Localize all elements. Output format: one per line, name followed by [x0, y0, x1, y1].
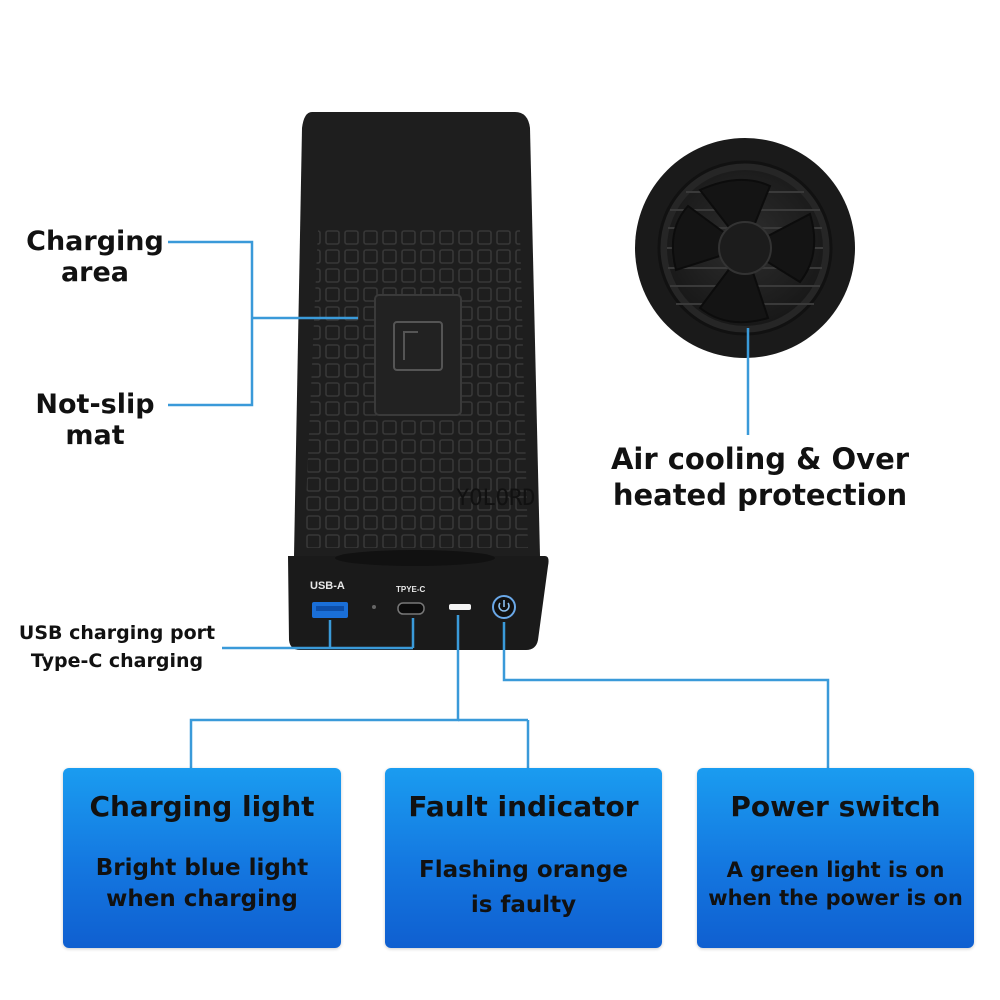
card-title: Power switch [730, 790, 941, 823]
charging-area [374, 294, 462, 416]
card-description: Flashing orange is faulty [418, 857, 628, 918]
cooling-fan [635, 138, 855, 358]
usb-port-label: USB charging port [18, 622, 216, 644]
leader-lines [168, 240, 830, 768]
pad-base [288, 550, 549, 650]
charging-area-label: Charging area [26, 226, 164, 289]
card-title: Fault indicator [408, 790, 639, 823]
air-cooling-label: Air cooling & Over heated protection [610, 442, 910, 513]
not-slip-mat-label: Not-slip mat [35, 389, 155, 452]
card-description: A green light is on when the power is on [708, 858, 963, 911]
card-title: Charging light [89, 790, 315, 823]
usb-a-label: USB-A [310, 580, 345, 592]
type-c-label: TPYE-C [396, 585, 426, 594]
fault-indicator-card: Fault indicator Flashing orange is fault… [385, 768, 662, 948]
power-switch-card: Power switch A green light is on when th… [697, 768, 974, 948]
brand-text: YOLORD [456, 486, 536, 511]
type-c-charging-label: Type-C charging [30, 650, 204, 672]
charging-light-card: Charging light Bright blue light when ch… [63, 768, 341, 948]
type-c-port [397, 602, 425, 615]
charging-pad [294, 112, 540, 556]
indicator-light [449, 604, 471, 610]
mic-hole [372, 605, 376, 609]
card-description: Bright blue light when charging [95, 855, 309, 913]
